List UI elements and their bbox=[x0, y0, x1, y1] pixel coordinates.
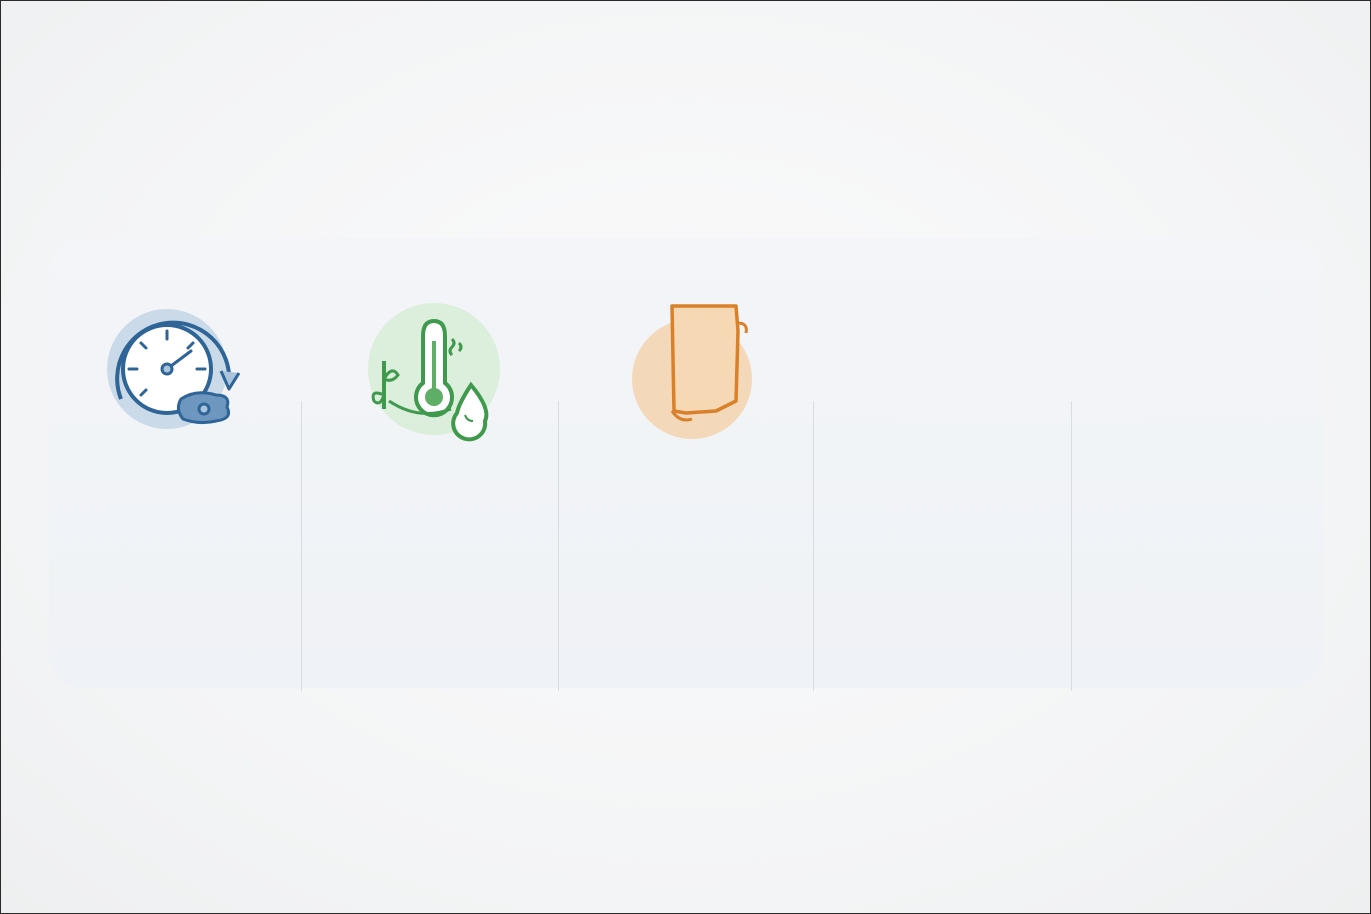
column-divider bbox=[813, 401, 814, 691]
column-divider bbox=[558, 401, 559, 691]
fan-wheel-controller-icon bbox=[612, 301, 762, 451]
thermometer-plant-droplet-icon bbox=[359, 301, 509, 451]
step-evaluate-environment bbox=[314, 301, 554, 481]
gauge-with-flow-arrow-icon bbox=[101, 301, 251, 451]
step-define-airflow-pressure bbox=[56, 301, 296, 481]
column-divider bbox=[1071, 401, 1072, 691]
step-choose-fan-type bbox=[567, 301, 807, 451]
column-divider bbox=[301, 401, 302, 691]
